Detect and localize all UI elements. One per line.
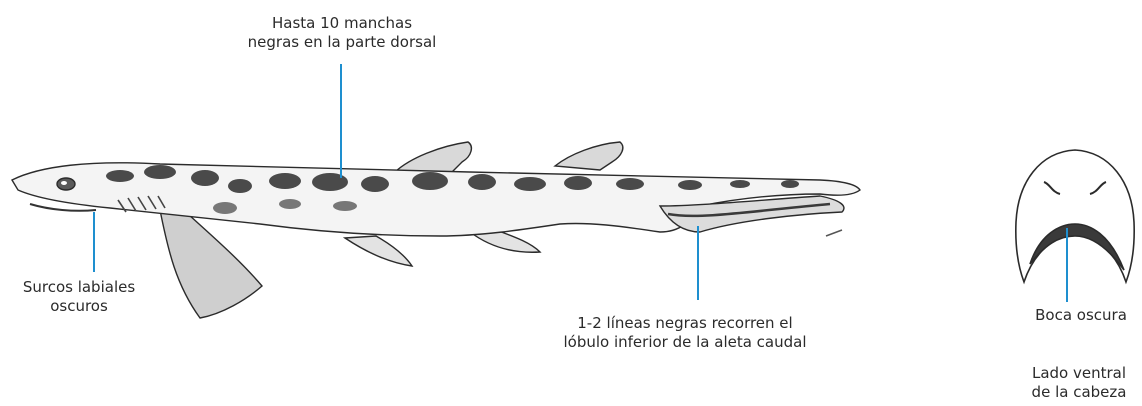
dorsal-spots-label: Hasta 10 manchas negras en la parte dors… xyxy=(240,14,444,52)
caudal-label-line2: lóbulo inferior de la aleta caudal xyxy=(520,333,850,352)
leader-line-labial xyxy=(93,212,95,272)
labial-label-line1: Surcos labiales xyxy=(4,278,154,297)
caudal-lines-label: 1-2 líneas negras recorren el lóbulo inf… xyxy=(520,314,850,352)
dorsal-label-line2: negras en la parte dorsal xyxy=(240,33,444,52)
tail-mark xyxy=(826,230,842,236)
pectoral-fin xyxy=(160,210,262,318)
ventral-label-line1: Lado ventral xyxy=(1020,364,1138,383)
labial-label-line2: oscuros xyxy=(4,297,154,316)
mouth-label: Boca oscura xyxy=(1022,306,1140,325)
head-outline xyxy=(1016,150,1134,282)
ventral-label-line2: de la cabeza xyxy=(1020,383,1138,402)
ventral-head-view xyxy=(1016,150,1134,282)
leader-line-mouth xyxy=(1066,228,1068,302)
dorsal-label-line1: Hasta 10 manchas xyxy=(240,14,444,33)
dark-mouth-label: Boca oscura xyxy=(1022,306,1140,325)
leader-line-caudal xyxy=(697,226,699,300)
ventral-side-label: Lado ventral de la cabeza xyxy=(1020,364,1138,402)
pelvic-fin xyxy=(345,236,412,266)
second-dorsal-fin xyxy=(555,142,623,170)
labial-grooves-label: Surcos labiales oscuros xyxy=(4,278,154,316)
caudal-label-line1: 1-2 líneas negras recorren el xyxy=(520,314,850,333)
leader-line-dorsal xyxy=(340,64,342,178)
